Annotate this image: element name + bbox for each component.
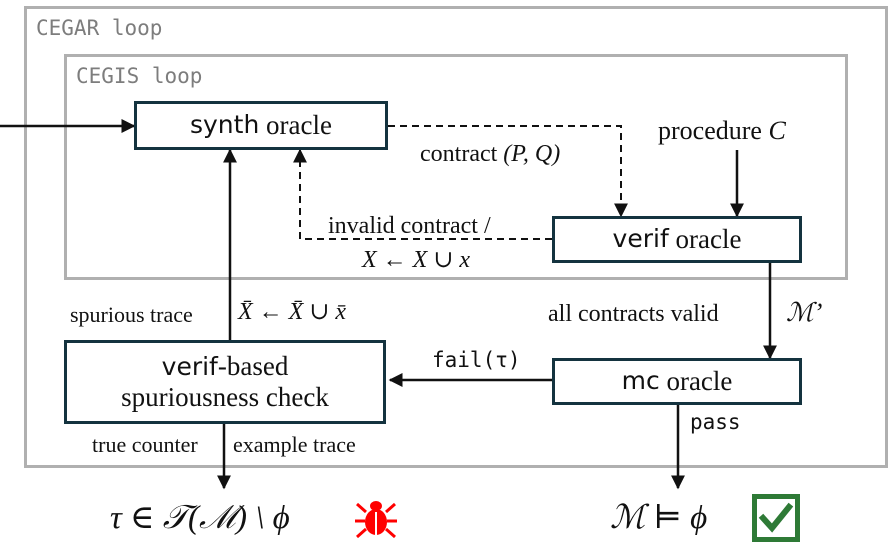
satisfied-formula: ℳ ⊨ ϕ (610, 500, 708, 536)
spuriousness-check-box: verif-based spuriousness check (64, 340, 386, 424)
model-prime-label: ℳ’ (786, 298, 823, 327)
pass-label: pass (690, 410, 741, 434)
cegar-loop-label: CEGAR loop (36, 16, 163, 40)
synth-oracle-suffix: oracle (259, 109, 332, 140)
mc-oracle-prefix: mc (621, 366, 660, 396)
procedure-label: procedure C (658, 116, 786, 145)
spuriousness-check-prefix: verif (161, 351, 218, 381)
invalid-update-label: X ← X ∪ x (362, 247, 471, 273)
mc-oracle-suffix: oracle (659, 365, 733, 396)
example-trace-label: example trace (233, 432, 356, 457)
spuriousness-check-line2: spuriousness check (121, 382, 329, 412)
all-contracts-valid-label: all contracts valid (548, 301, 719, 327)
invalid-contract-label: invalid contract / (328, 213, 491, 239)
spuriousness-check-suffix: -based (217, 350, 289, 381)
check-icon (752, 494, 800, 542)
counterexample-formula: τ ∈ 𝒯(ℳ) \ ϕ (110, 500, 290, 536)
verif-oracle-suffix: oracle (668, 223, 742, 254)
verif-oracle-prefix: verif (612, 224, 669, 254)
contract-label: contract (P, Q) (420, 141, 561, 167)
synth-oracle-box: synth oracle (134, 101, 388, 150)
synth-oracle-prefix: synth (189, 110, 260, 140)
spurious-trace-label: spurious trace (70, 302, 193, 327)
true-counter-label: true counter (92, 432, 198, 457)
cegis-loop-frame (64, 54, 848, 280)
mc-oracle-box: mc oracle (552, 358, 802, 405)
spurious-update-label: X̄ ← X̄ ∪ x̄ (238, 299, 347, 325)
fail-label: fail(τ) (432, 348, 521, 372)
cegis-loop-label: CEGIS loop (76, 64, 203, 88)
cegar-loop-frame (24, 6, 888, 468)
contract-arrow (388, 125, 628, 218)
verif-oracle-box: verif oracle (552, 216, 802, 263)
spuriousness-check-line1: verif-based (162, 351, 289, 382)
bug-icon (355, 501, 397, 538)
invalid-contract-arrow (293, 148, 552, 240)
